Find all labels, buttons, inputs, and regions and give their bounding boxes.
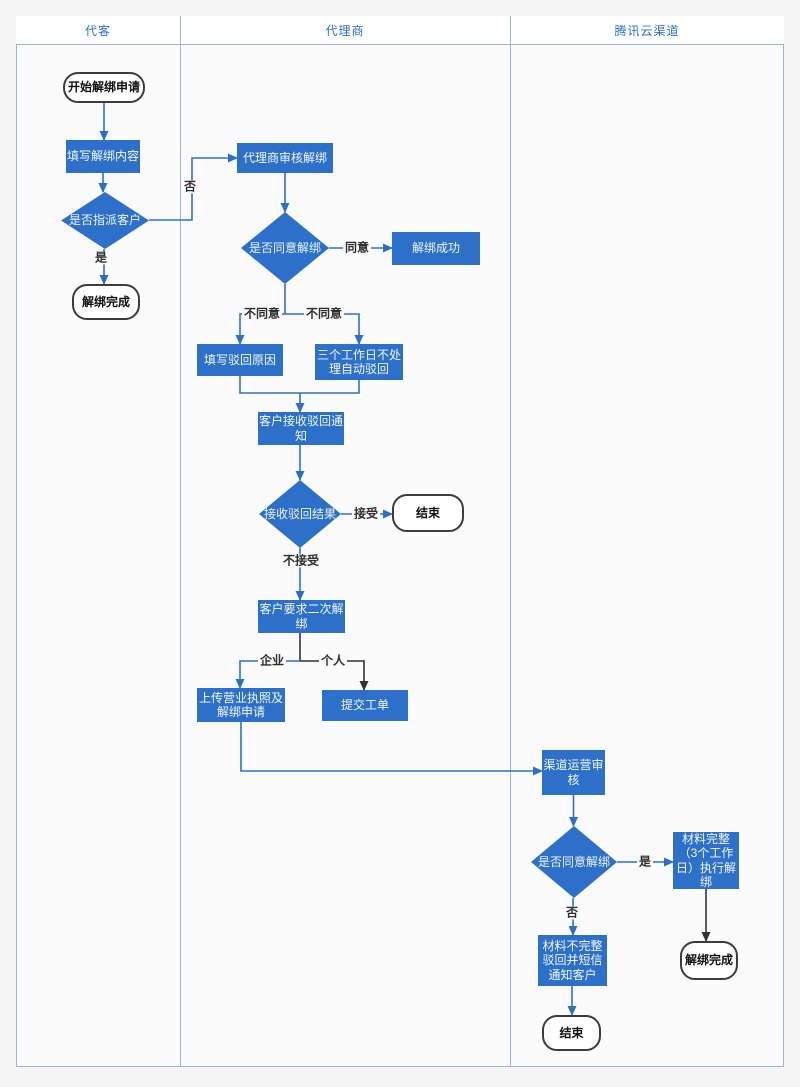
lane-divider-2 [510, 16, 511, 1067]
node-second-unbind-request: 客户要求二次解绑 [258, 600, 345, 633]
node-fill-unbind-content: 填写解绑内容 [66, 140, 140, 173]
node-start: 开始解绑申请 [63, 72, 145, 103]
node-upload-license: 上传营业执照及解绑申请 [197, 688, 285, 722]
edge-label-personal: 个人 [318, 653, 348, 668]
edge-label-agree: 同意 [342, 240, 372, 255]
node-submit-ticket: 提交工单 [322, 690, 408, 721]
edge-label-channel-yes: 是 [636, 854, 654, 869]
edge-label-channel-no: 否 [563, 905, 581, 920]
lane-title-tencent-channel: 腾讯云渠道 [614, 24, 680, 38]
node-channel-ops-review: 渠道运营审核 [542, 750, 605, 795]
node-fill-reject-reason: 填写驳回原因 [197, 344, 283, 376]
lane-title-agent: 代理商 [325, 24, 365, 38]
node-incomplete-reject: 材料不完整驳回并短信通知客户 [538, 935, 607, 986]
node-execute-unbind: 材料完整（3个工作日）执行解绑 [673, 832, 739, 889]
lane-header-row [16, 16, 784, 45]
node-agent-review: 代理商审核解绑 [237, 143, 333, 173]
node-unbind-complete-right: 解绑完成 [680, 941, 738, 980]
edge-label-not-accept: 不接受 [280, 553, 322, 568]
node-end-bottom: 结束 [542, 1015, 601, 1051]
diagram-frame [16, 16, 784, 1067]
edge-label-yes-assign: 是 [92, 250, 110, 265]
node-unbind-success: 解绑成功 [392, 232, 480, 265]
edge-label-no-assign: 否 [181, 179, 199, 194]
node-customer-receive-notice: 客户接收驳回通知 [258, 412, 344, 445]
edge-label-disagree-left: 不同意 [241, 306, 283, 321]
node-end-middle: 结束 [392, 494, 464, 532]
edge-label-enterprise: 企业 [257, 653, 287, 668]
node-auto-reject: 三个工作日不处理自动驳回 [315, 344, 403, 380]
node-unbind-complete-left: 解绑完成 [72, 284, 140, 320]
lane-title-customer: 代客 [84, 24, 111, 38]
lane-divider-1 [180, 16, 181, 1067]
edge-label-disagree-right: 不同意 [303, 306, 345, 321]
edge-label-accept: 接受 [351, 506, 381, 521]
